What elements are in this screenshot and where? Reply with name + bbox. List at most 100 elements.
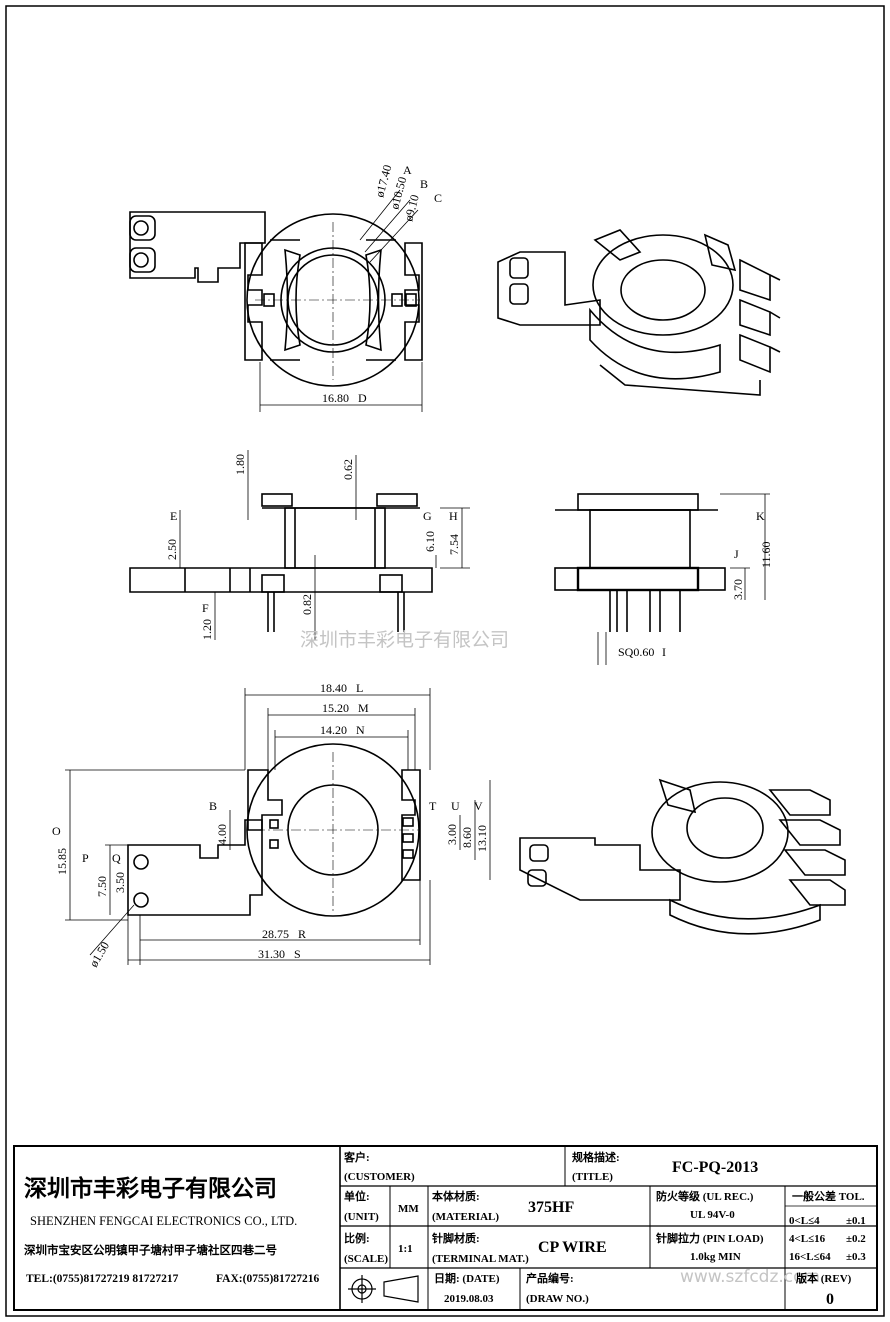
dim-end-1: 11.60 (759, 541, 773, 568)
terminal-label-en: (TERMINAL MAT.) (432, 1253, 529, 1265)
dim-top-3: ø9.10 (401, 193, 422, 223)
dim-bottom-6: 8.60 (460, 827, 474, 848)
dim-side-6: 0.82 (300, 594, 314, 615)
title-label-en: (TITLE) (572, 1171, 613, 1183)
company-tel: TEL:(0755)81727219 81727217 (26, 1273, 179, 1285)
material-value: 375HF (528, 1199, 574, 1216)
dim-bottom-12: 28.75 (262, 927, 289, 941)
scale-label: 比例: (344, 1231, 370, 1245)
marker-bottom-3: N (356, 723, 365, 737)
dim-bottom-13: 31.30 (258, 947, 285, 961)
pinload-label: 针脚拉力 (PIN LOAD) (656, 1231, 764, 1245)
side-view-dim-lines (179, 450, 470, 640)
pinload-value: 1.0kg MIN (690, 1251, 741, 1263)
material-label-en: (MATERIAL) (432, 1211, 499, 1223)
tol-range-2: 4<L≤16 (789, 1233, 826, 1245)
side-view (129, 493, 433, 632)
marker-end-1: K (756, 509, 765, 523)
dim-bottom-4: 4.00 (215, 824, 229, 845)
dim-bottom-1: 18.40 (320, 681, 347, 695)
dim-bottom-9: 7.50 (95, 876, 109, 897)
dim-bottom-3: 14.20 (320, 723, 347, 737)
end-view-dim-lines (597, 493, 770, 665)
marker-end-2: J (734, 547, 739, 561)
company-name-en: SHENZHEN FENGCAI ELECTRONICS CO., LTD. (30, 1214, 297, 1228)
top-view-centerlines (255, 222, 420, 380)
marker-bottom-2: M (358, 701, 369, 715)
scale-value: 1:1 (398, 1243, 413, 1255)
tol-value-1: ±0.1 (846, 1215, 866, 1227)
rev-value: 0 (826, 1291, 834, 1308)
iso-view-bottom (519, 778, 846, 935)
tol-value-3: ±0.3 (846, 1251, 866, 1263)
marker-bottom-7: V (474, 799, 483, 813)
dim-bottom-2: 15.20 (322, 701, 349, 715)
flame-value: UL 94V-0 (690, 1209, 735, 1221)
rev-label: 版本 (REV) (796, 1271, 852, 1285)
dim-end-2: 3.70 (731, 579, 745, 600)
tol-value-2: ±0.2 (846, 1233, 866, 1245)
sheet-border (5, 5, 885, 1317)
drawno-label: 产品编号: (526, 1271, 574, 1285)
drawno-label-en: (DRAW NO.) (526, 1293, 589, 1305)
flame-label: 防火等级 (UL REC.) (656, 1189, 754, 1203)
marker-top-4: D (358, 391, 367, 405)
tol-range-3: 16<L≤64 (789, 1251, 831, 1263)
projection-symbol-icon (348, 1275, 419, 1303)
company-name-cn: 深圳市丰彩电子有限公司 (24, 1175, 277, 1202)
watermark-url: www.szfcdz.com (680, 1267, 820, 1287)
tol-header: 一般公差 TOL. (792, 1189, 865, 1203)
company-fax: FAX:(0755)81727216 (216, 1273, 320, 1285)
dim-side-3: 2.50 (165, 539, 179, 560)
marker-top-2: B (420, 177, 428, 191)
top-view (129, 211, 423, 387)
marker-side-4: H (449, 509, 458, 523)
dim-bottom-11: ø1.50 (86, 939, 112, 969)
terminal-label: 针脚材质: (432, 1231, 480, 1245)
dim-side-7: 1.20 (200, 619, 214, 640)
marker-bottom-1: L (356, 681, 363, 695)
marker-bottom-10: Q (112, 851, 121, 865)
dim-bottom-8: 15.85 (55, 848, 69, 875)
iso-view-top (497, 229, 781, 396)
watermark-center: 深圳市丰彩电子有限公司 (300, 629, 509, 651)
unit-label: 单位: (344, 1189, 370, 1203)
dim-side-4: 6.10 (423, 531, 437, 552)
dim-top-4: 16.80 (322, 391, 349, 405)
unit-value: MM (398, 1203, 419, 1215)
end-view (554, 493, 726, 632)
material-label: 本体材质: (432, 1189, 480, 1203)
terminal-value: CP WIRE (538, 1239, 607, 1256)
marker-top-3: C (434, 191, 442, 205)
company-address: 深圳市宝安区公明镇甲子塘村甲子塘社区四巷二号 (24, 1243, 277, 1257)
marker-bottom-4: B (209, 799, 217, 813)
unit-label-en: (UNIT) (344, 1211, 379, 1223)
scale-label-en: (SCALE) (344, 1253, 388, 1265)
dim-side-5: 7.54 (447, 534, 461, 555)
date-label: 日期: (DATE) (434, 1271, 500, 1285)
tol-range-1: 0<L≤4 (789, 1215, 820, 1227)
customer-label-en: (CUSTOMER) (344, 1171, 415, 1183)
dim-side-1: 1.80 (233, 454, 247, 475)
marker-bottom-9: P (82, 851, 89, 865)
dim-bottom-5: 3.00 (445, 824, 459, 845)
marker-top-1: A (403, 163, 412, 177)
marker-side-3: G (423, 509, 432, 523)
customer-label: 客户: (343, 1150, 370, 1164)
dim-bottom-10: 3.50 (113, 872, 127, 893)
marker-side-2: F (202, 601, 209, 615)
title-label: 规格描述: (572, 1150, 620, 1164)
bottom-view-dim-lines (65, 688, 491, 965)
top-view-dim-lines (259, 189, 423, 412)
marker-end-3: I (662, 645, 666, 659)
marker-side-1: E (170, 509, 177, 523)
marker-bottom-12: S (294, 947, 301, 961)
marker-bottom-8: O (52, 824, 61, 838)
bottom-view-centerlines (255, 752, 420, 912)
dim-bottom-7: 13.10 (475, 825, 489, 852)
date-value: 2019.08.03 (444, 1293, 494, 1305)
title-value: FC-PQ-2013 (672, 1159, 758, 1176)
dim-side-2: 0.62 (341, 459, 355, 480)
marker-bottom-11: R (298, 927, 306, 941)
